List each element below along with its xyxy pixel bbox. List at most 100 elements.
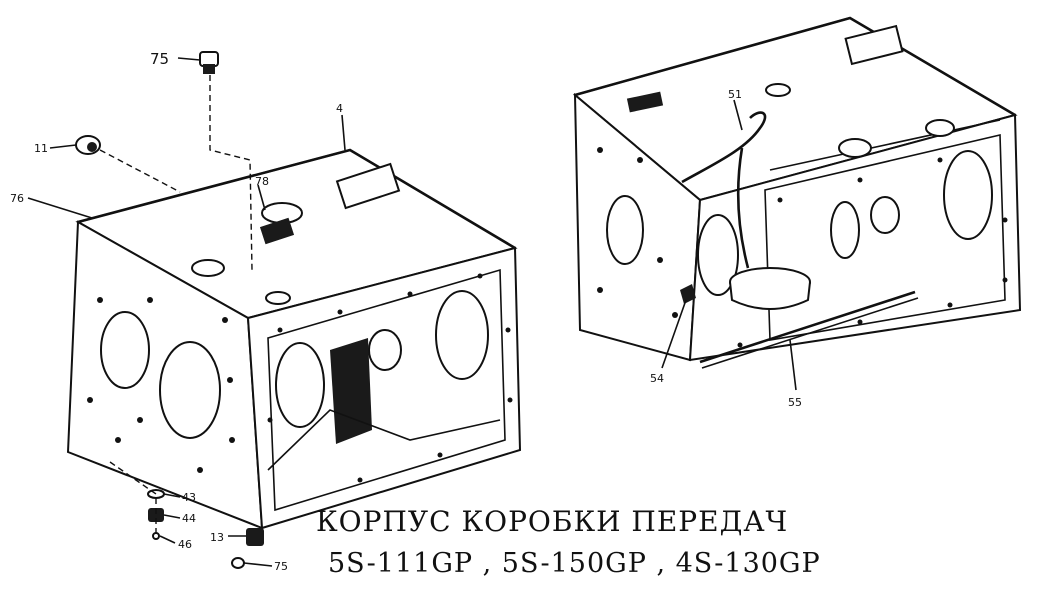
right-front-opening-1 xyxy=(697,214,739,296)
left-housing-front-frame xyxy=(267,268,506,512)
leader-76 xyxy=(27,197,93,219)
right-top-boss xyxy=(925,119,955,137)
washer-43 xyxy=(147,489,165,499)
leader-54 xyxy=(661,299,687,369)
bolt-hole xyxy=(597,147,603,153)
leader-4 xyxy=(341,114,346,151)
drawing-title: КОРПУС КОРОБКИ ПЕРЕДАЧ xyxy=(316,505,789,538)
bolt-hole xyxy=(115,437,121,443)
plug-75-top-thread xyxy=(203,64,215,74)
callout-46: 46 xyxy=(178,538,192,551)
left-side-bore-1 xyxy=(100,311,150,389)
left-housing xyxy=(66,148,522,530)
bolt-hole xyxy=(857,319,863,325)
leader-78 xyxy=(257,184,266,211)
seal-54 xyxy=(680,284,696,304)
bolt-hole xyxy=(857,177,863,183)
left-front-opening-1 xyxy=(275,342,325,428)
right-front-opening-2 xyxy=(943,150,993,240)
left-top-cover-plate xyxy=(335,162,401,210)
bolt-hole xyxy=(197,467,203,473)
suction-pipe-riser xyxy=(736,147,750,269)
bolt-hole xyxy=(87,397,93,403)
bolt-hole xyxy=(672,312,678,318)
right-top-port-2 xyxy=(765,83,791,97)
bolt-hole xyxy=(227,377,233,383)
bolt-hole xyxy=(147,297,153,303)
bolt-hole xyxy=(357,477,363,483)
left-side-bore-2 xyxy=(159,341,221,439)
leader-46 xyxy=(159,535,176,544)
bolt-hole xyxy=(267,417,273,423)
plug-13 xyxy=(246,528,264,546)
left-top-block xyxy=(259,217,295,245)
right-bearing-ring xyxy=(870,196,900,234)
bolt-hole xyxy=(937,157,943,163)
callout-44: 44 xyxy=(182,512,196,525)
bolt-hole xyxy=(637,157,643,163)
dashed-path-bottom xyxy=(109,461,157,534)
small-parts xyxy=(75,51,264,569)
callout-55: 55 xyxy=(788,396,802,409)
dashed-path-11 xyxy=(99,149,181,193)
bolt-hole xyxy=(229,437,235,443)
left-front-opening-2 xyxy=(435,290,489,380)
bolt-hole xyxy=(1002,217,1008,223)
leader-lines xyxy=(27,57,797,567)
strainer-body xyxy=(729,281,811,310)
bolt-hole xyxy=(222,317,228,323)
callout-11: 11 xyxy=(34,142,48,155)
callout-78: 78 xyxy=(255,175,269,188)
bolt-hole xyxy=(407,291,413,297)
leader-44 xyxy=(163,514,181,519)
right-housing-top-rim xyxy=(574,16,1016,117)
leader-75-top xyxy=(177,57,201,61)
leader-11 xyxy=(49,144,77,149)
callout-76: 76 xyxy=(10,192,24,205)
callout-75-top: 75 xyxy=(150,50,169,68)
drawing-subtitle: 5S-111GP , 5S-150GP , 4S-130GP xyxy=(328,548,821,579)
right-top-cover-plate xyxy=(844,24,904,66)
bolt-hole xyxy=(1002,277,1008,283)
suction-pipe-51 xyxy=(681,111,767,184)
leader-75-bottom xyxy=(243,562,273,567)
left-front-bearing-ring xyxy=(368,329,402,371)
callout-4: 4 xyxy=(336,102,343,115)
bolt-hole xyxy=(505,327,511,333)
gasket-strip-55-edge xyxy=(701,297,919,369)
right-internal-rib xyxy=(769,119,1001,171)
left-internal-web xyxy=(267,409,501,471)
right-top-port xyxy=(838,138,872,158)
left-internal-rib xyxy=(330,338,372,444)
right-side-bore xyxy=(606,195,644,265)
callout-labels: 75 11 76 4 78 43 44 46 13 75 51 54 55 xyxy=(10,50,802,573)
plug-75-bottom xyxy=(231,557,245,569)
bolt-hole xyxy=(97,297,103,303)
left-top-port-2 xyxy=(265,291,291,305)
leader-43 xyxy=(163,493,181,498)
bolt-hole xyxy=(337,309,343,315)
right-inner-boss xyxy=(830,201,860,259)
bolt-hole xyxy=(777,197,783,203)
bolt-hole xyxy=(597,287,603,293)
bolt-hole xyxy=(277,327,283,333)
leader-51 xyxy=(733,99,743,131)
gasket-strip-55 xyxy=(699,290,916,364)
dashed-path-75 xyxy=(209,75,253,271)
leader-55 xyxy=(789,339,797,391)
callout-43: 43 xyxy=(182,491,196,504)
bushing-11-core xyxy=(87,142,97,152)
plug-44 xyxy=(148,508,164,522)
callout-54: 54 xyxy=(650,372,664,385)
bolt-hole xyxy=(737,342,743,348)
callout-51: 51 xyxy=(728,88,742,101)
callout-13: 13 xyxy=(210,531,224,544)
right-housing xyxy=(572,16,1022,369)
bolt-hole xyxy=(477,273,483,279)
callout-75-bottom: 75 xyxy=(274,560,288,573)
bolt-hole xyxy=(437,452,443,458)
bolt-hole xyxy=(947,302,953,308)
bolt-hole xyxy=(507,397,513,403)
plug-75-top xyxy=(199,51,219,67)
